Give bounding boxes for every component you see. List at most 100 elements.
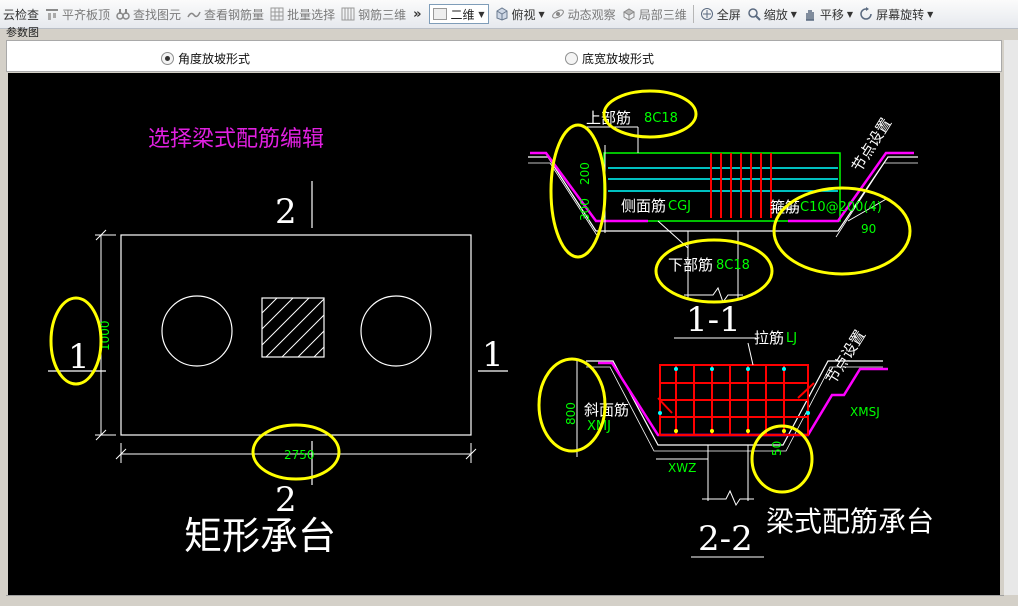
s1-slope-bar-left	[530, 151, 648, 223]
orbit-icon	[551, 9, 564, 19]
local-3d-button[interactable]: 局部三维	[619, 2, 690, 26]
pan-hand-icon	[805, 10, 814, 21]
local-3d-icon	[622, 8, 635, 21]
highlight-height	[49, 296, 103, 386]
angle-slope-radio[interactable]: 角度放坡形式	[161, 50, 250, 67]
batch-select-button[interactable]: 批量选择	[267, 2, 338, 26]
view-rebar-label: 查看钢筋量	[204, 7, 265, 22]
s2-outline	[586, 360, 883, 446]
s1-angle-line	[847, 197, 889, 222]
s1-dim-300[interactable]: 300	[578, 198, 592, 221]
s1-stirrup-value[interactable]: C10@200(4)	[800, 200, 882, 215]
pan-button[interactable]: 平移▼	[800, 2, 856, 26]
view-mode-box-icon	[432, 8, 447, 20]
s1-side-bar-label: 侧面筋	[621, 197, 666, 215]
cut-label-1-right: 1	[482, 335, 504, 375]
cube-icon	[496, 7, 507, 21]
rebar-3d-label: 钢筋三维	[358, 7, 407, 22]
orbit-button[interactable]: 动态观察	[548, 2, 619, 26]
chevron-down-icon: ▼	[790, 9, 797, 19]
chevron-down-icon: ▼	[538, 9, 545, 19]
beam-cap-title: 梁式配筋承台	[766, 505, 934, 538]
slope-options-panel: 角度放坡形式 底宽放坡形式	[6, 40, 1002, 72]
screen-rotate-button[interactable]: 屏幕旋转▼	[856, 2, 936, 26]
bottom-width-slope-radio[interactable]: 底宽放坡形式	[565, 50, 654, 67]
pile-left	[161, 295, 233, 367]
s2-slope-label: 斜面筋	[584, 401, 629, 419]
radio-checked-icon	[161, 52, 174, 65]
find-element-label: 查找图元	[133, 7, 182, 22]
width-dim-ticks	[115, 443, 477, 463]
toolbar-divider	[692, 5, 694, 23]
vertical-scrollbar[interactable]	[1004, 40, 1018, 595]
s2-tie-label: 拉筋	[754, 329, 784, 347]
s1-bottom-bar-value[interactable]: 8C18	[716, 258, 750, 273]
s1-title: 1-1	[686, 300, 741, 340]
rotate-icon	[860, 7, 872, 20]
align-top-button[interactable]: 平齐板顶	[42, 2, 113, 26]
s2-tie-value[interactable]: LJ	[786, 331, 797, 346]
section-2-2: 800 50 XWZ XMSJ 拉筋 LJ 斜面筋 XMJ 节点设置 2-2 梁…	[537, 327, 934, 559]
column-hatch	[261, 297, 325, 358]
rebar-3d-button[interactable]: 钢筋三维	[338, 2, 409, 26]
highlight-s1-dims	[549, 123, 607, 259]
s2-xwz[interactable]: XWZ	[668, 461, 696, 475]
s2-node-setting[interactable]: 节点设置	[822, 327, 869, 387]
s2-title: 2-2	[698, 519, 753, 559]
radio-unchecked-icon	[565, 52, 578, 65]
s2-tie-dots	[658, 367, 810, 415]
drawing-svg: 选择梁式配筋编辑 2 2 1 1 1000 2750 矩形承台	[48, 89, 934, 559]
s1-slope-bar-right	[788, 151, 914, 223]
s1-stirrups	[710, 153, 772, 218]
s2-pile	[702, 445, 754, 507]
top-view-button[interactable]: 俯视▼	[492, 2, 548, 26]
cut-label-1-left: 1	[68, 337, 90, 377]
view-rebar-button[interactable]: 查看钢筋量	[184, 2, 267, 26]
chevron-down-icon: ▼	[927, 9, 934, 19]
overflow-chevron-icon[interactable]: »	[413, 6, 422, 22]
highlight-bottom-bar	[654, 238, 774, 304]
column	[261, 297, 325, 358]
fullscreen-button[interactable]: 全屏	[697, 2, 744, 26]
cap-outline	[120, 234, 472, 436]
s2-slope-value[interactable]: XMJ	[587, 419, 611, 434]
highlight-top-bar	[602, 89, 698, 139]
s1-top-bar-value[interactable]: 8C18	[644, 111, 678, 126]
s2-xmsj[interactable]: XMSJ	[850, 405, 880, 419]
highlight-s2-dims	[537, 357, 607, 453]
rect-cap-title: 矩形承台	[184, 514, 336, 558]
highlight-width	[251, 423, 341, 481]
rebar-view-icon	[187, 11, 201, 18]
pan-label: 平移	[819, 7, 844, 22]
cloud-check-button[interactable]: 云检查	[0, 2, 42, 26]
align-top-icon	[46, 9, 59, 20]
s2-dim-50[interactable]: 50	[770, 441, 784, 456]
s1-dim-200[interactable]: 200	[578, 162, 592, 185]
bottom-width-slope-label: 底宽放坡形式	[582, 52, 655, 66]
s2-bar-dots	[674, 429, 786, 433]
binoculars-icon	[116, 9, 130, 20]
section-1-1: 200 300 90 上部筋 8C18 侧面筋 CGJ 箍筋 C10@200(4…	[528, 89, 918, 340]
s1-top-bar-label: 上部筋	[586, 109, 631, 127]
batch-select-icon	[270, 7, 284, 21]
chevron-down-icon: ▼	[846, 9, 854, 19]
s1-outline-inner	[528, 162, 918, 238]
height-dim-ticks	[95, 229, 116, 441]
fullscreen-label: 全屏	[716, 7, 741, 22]
find-element-button[interactable]: 查找图元	[113, 2, 184, 26]
edit-heading[interactable]: 选择梁式配筋编辑	[148, 127, 324, 152]
s1-node-setting[interactable]: 节点设置	[848, 115, 895, 175]
s2-outline-inner	[586, 366, 883, 452]
s1-side-bar-value[interactable]: CGJ	[668, 199, 691, 214]
view-mode-value: 二维	[450, 7, 475, 22]
screen-rotate-label: 屏幕旋转	[876, 7, 925, 22]
s2-dim-800[interactable]: 800	[564, 402, 578, 425]
cloud-check-label: 云检查	[3, 7, 40, 22]
view-mode-select[interactable]: 二维▼	[428, 4, 489, 24]
s2-tie-leader	[747, 342, 754, 366]
toolbar: 云检查 平齐板顶 查找图元 查看钢筋量 批量选择 钢筋三维 » 二维▼ 俯视▼ …	[0, 0, 1018, 29]
parameter-drawing-canvas[interactable]: 选择梁式配筋编辑 2 2 1 1 1000 2750 矩形承台	[8, 73, 1000, 595]
zoom-button[interactable]: 缩放▼	[744, 2, 800, 26]
s1-angle[interactable]: 90	[861, 222, 876, 236]
width-dim-value[interactable]: 2750	[284, 448, 315, 462]
